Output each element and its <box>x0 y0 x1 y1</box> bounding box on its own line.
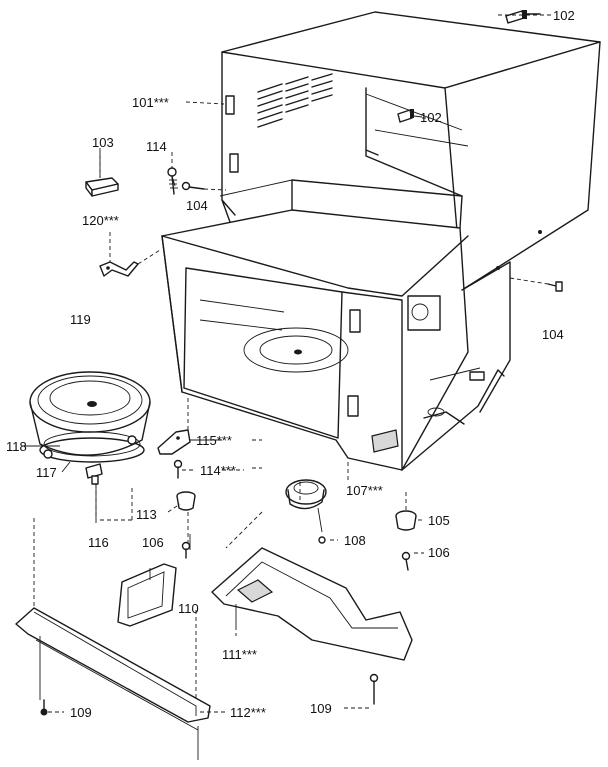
label-101: 101*** <box>132 95 169 110</box>
screw-106-left <box>181 541 191 559</box>
label-111: 111*** <box>222 647 257 662</box>
outer-cabinet-101 <box>221 11 601 291</box>
coupler-116 <box>85 463 103 520</box>
screw-106-right <box>401 551 411 571</box>
oven-chassis-107 <box>161 179 511 471</box>
label-118: 118 <box>6 439 27 454</box>
label-115: 115*** <box>196 433 232 448</box>
screw-109-left <box>40 699 64 716</box>
leader-lines <box>33 14 552 713</box>
motor-108 <box>285 479 327 544</box>
label-109-right: 109 <box>310 701 332 716</box>
screw-102-top <box>505 10 541 24</box>
label-117: 117 <box>36 465 57 480</box>
label-108: 108 <box>344 533 366 548</box>
label-102-top: 102 <box>553 8 575 23</box>
label-109-left: 109 <box>70 705 92 720</box>
screw-114-top <box>167 167 178 195</box>
label-112: 112*** <box>230 705 266 720</box>
label-113: 113 <box>136 507 157 522</box>
label-114-top: 114 <box>146 139 167 154</box>
turntable-plate-in-cavity <box>243 327 349 373</box>
label-110: 110 <box>178 601 199 616</box>
base-plate-111 <box>211 547 413 661</box>
label-106-left: 106 <box>142 535 164 550</box>
label-106-right: 106 <box>428 545 450 560</box>
label-102-mid: 102 <box>420 110 442 125</box>
label-119: 119 <box>70 312 91 327</box>
screw-109-right <box>344 673 379 709</box>
rail-112 <box>15 607 211 760</box>
cover-110 <box>117 563 177 627</box>
bracket-120 <box>99 249 161 277</box>
roller-ring-117 <box>24 435 145 473</box>
screw-114-lower <box>173 459 196 479</box>
cabinet-vent-slots <box>257 73 333 128</box>
screw-104-left <box>181 181 227 191</box>
screw-102-mid <box>397 109 423 123</box>
part-103-block <box>85 152 119 197</box>
foot-113 <box>176 491 196 550</box>
label-104-left: 104 <box>186 198 208 213</box>
label-103: 103 <box>92 135 114 150</box>
bracket-115 <box>157 429 222 455</box>
screw-104-right <box>509 277 563 292</box>
label-104-right: 104 <box>542 327 564 342</box>
label-107: 107*** <box>346 483 383 498</box>
label-105: 105 <box>428 513 450 528</box>
label-116: 116 <box>88 535 109 550</box>
foot-105 <box>395 492 417 531</box>
label-114-lower: 114*** <box>200 463 236 478</box>
label-120: 120*** <box>82 213 119 228</box>
